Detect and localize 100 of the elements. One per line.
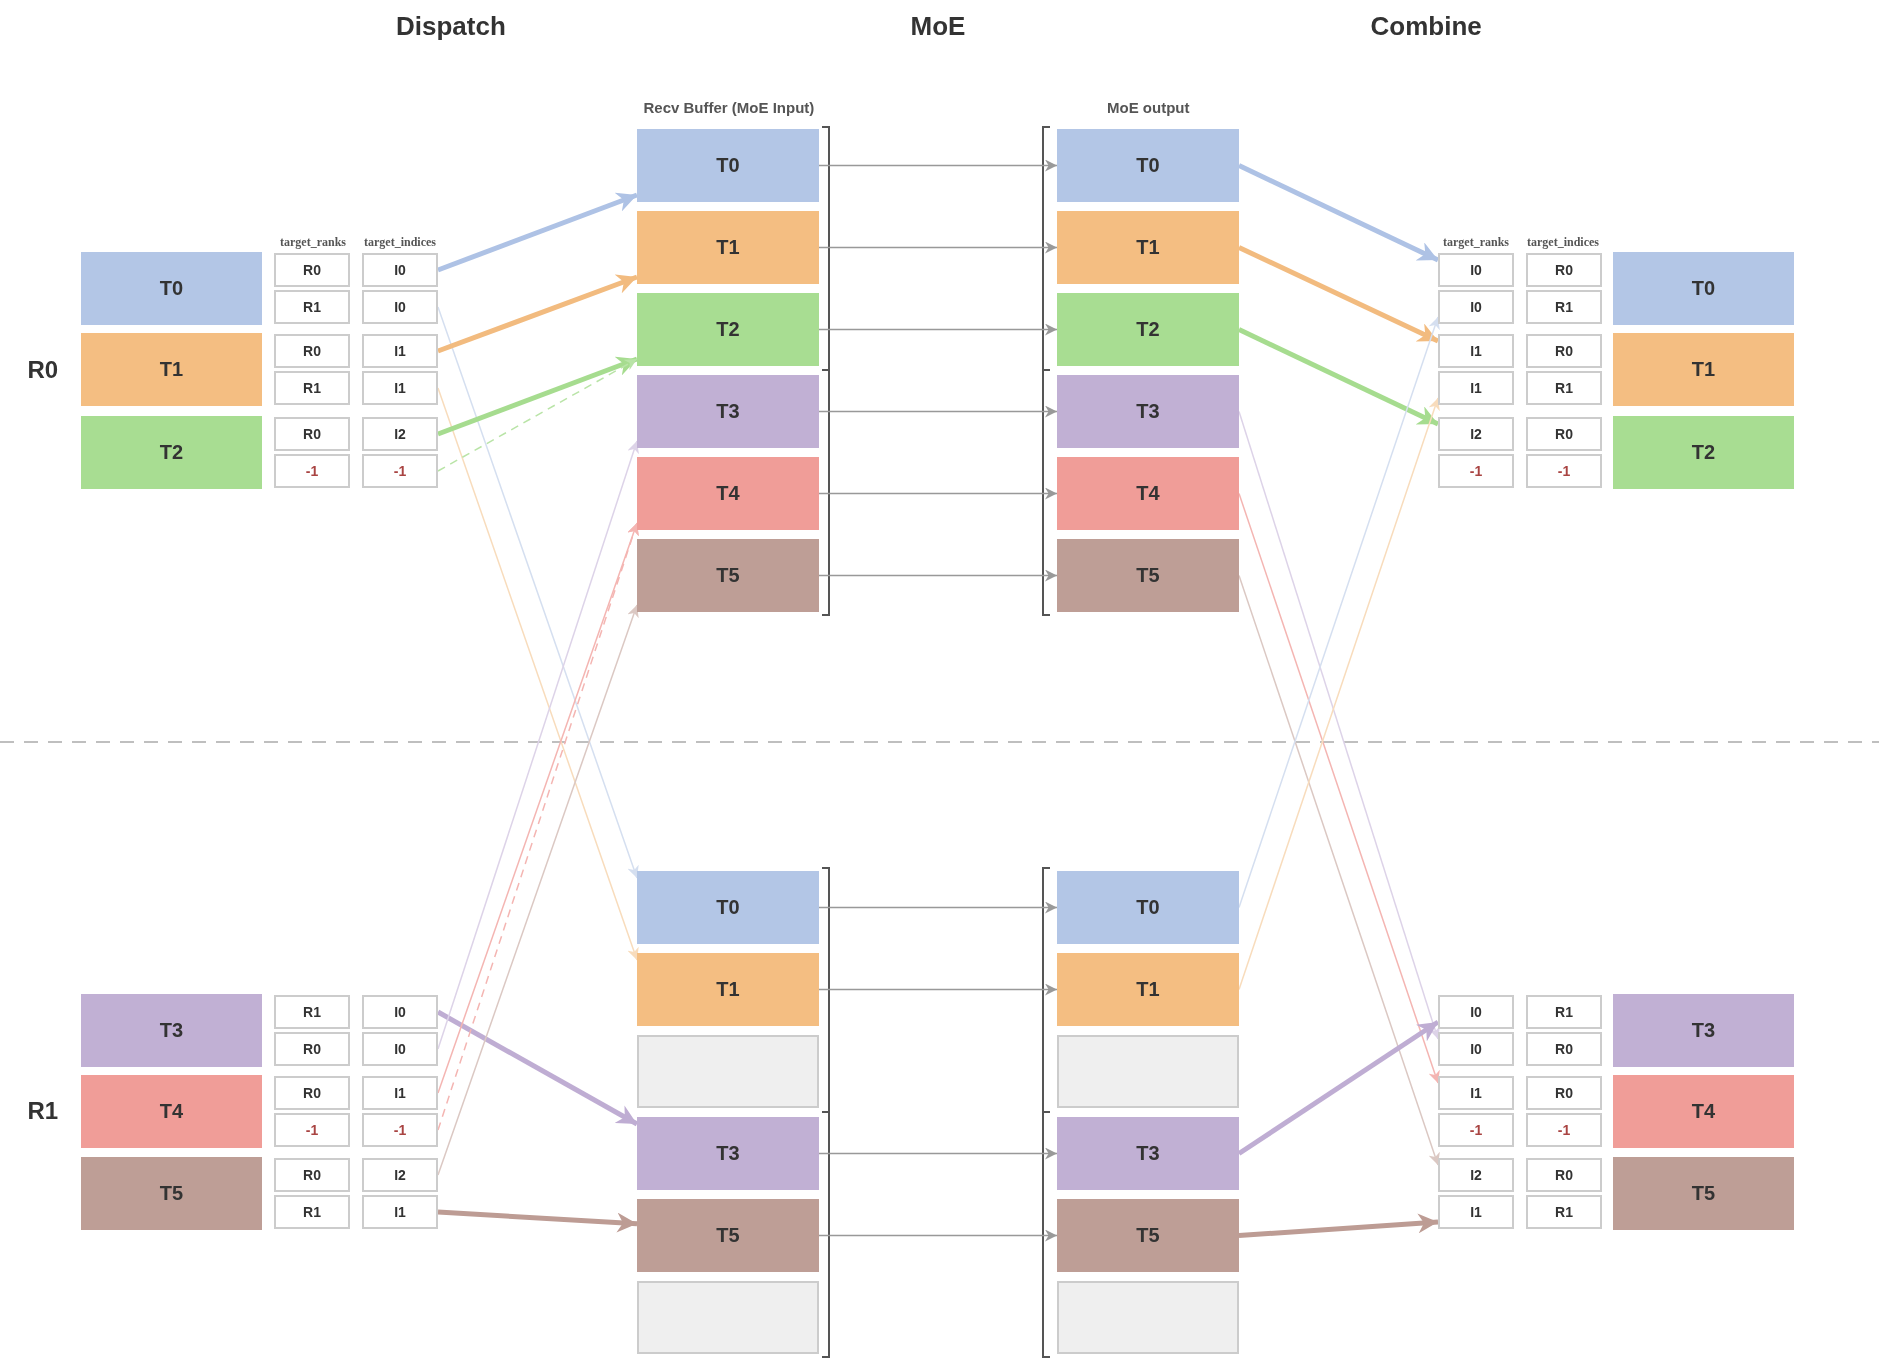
token-box: T2 — [1613, 416, 1794, 489]
table-cell: I1 — [1438, 334, 1514, 368]
token-box: T2 — [637, 293, 819, 366]
token-box: T1 — [637, 953, 819, 1026]
token-box: T1 — [81, 333, 262, 406]
table-cell: R0 — [1526, 334, 1602, 368]
table-cell: R1 — [274, 371, 350, 405]
table-cell: R0 — [1526, 1032, 1602, 1066]
buffer-label: Recv Buffer (MoE Input) — [643, 98, 815, 116]
table-cell: I1 — [1438, 1076, 1514, 1110]
table-cell: I2 — [1438, 1158, 1514, 1192]
token-box: T3 — [637, 375, 819, 448]
table-cell: I2 — [362, 417, 438, 451]
table-cell: I1 — [362, 334, 438, 368]
rank-label: R1 — [27, 1097, 59, 1125]
token-box: T5 — [1613, 1157, 1794, 1230]
arrow — [818, 1147, 1058, 1160]
table-cell: I0 — [1438, 253, 1514, 287]
token-box: T5 — [637, 1199, 819, 1272]
token-box: T1 — [1613, 333, 1794, 406]
arrow — [1238, 1213, 1439, 1238]
table-cell: I0 — [362, 253, 438, 287]
table-cell: I2 — [362, 1158, 438, 1192]
table-cell: R0 — [274, 417, 350, 451]
token-box: T3 — [1057, 1117, 1239, 1190]
table-cell: R0 — [1526, 1158, 1602, 1192]
column-header: target_indices — [1527, 234, 1599, 250]
token-box: T5 — [1057, 539, 1239, 612]
token-box: T5 — [637, 539, 819, 612]
table-cell: R1 — [274, 290, 350, 324]
token-box: T4 — [81, 1075, 262, 1148]
table-cell: -1 — [1438, 1113, 1514, 1147]
table-cell: -1 — [1526, 1113, 1602, 1147]
token-box: T0 — [1613, 252, 1794, 325]
arrow — [818, 569, 1058, 582]
table-cell: I1 — [1438, 371, 1514, 405]
empty-buffer-slot — [637, 1281, 819, 1354]
empty-buffer-slot — [1057, 1035, 1239, 1108]
arrow — [818, 323, 1058, 336]
arrow — [818, 487, 1058, 500]
table-cell: I2 — [1438, 417, 1514, 451]
empty-buffer-slot — [1057, 1281, 1239, 1354]
table-cell: -1 — [1526, 454, 1602, 488]
buffer-label: MoE output — [1107, 98, 1190, 116]
table-cell: I1 — [1438, 1195, 1514, 1229]
table-cell: -1 — [274, 1113, 350, 1147]
table-cell: -1 — [274, 454, 350, 488]
token-box: T0 — [81, 252, 262, 325]
table-cell: R0 — [1526, 417, 1602, 451]
column-header: target_ranks — [1443, 234, 1509, 250]
token-box: T1 — [637, 211, 819, 284]
table-cell: I0 — [362, 995, 438, 1029]
table-cell: R1 — [1526, 371, 1602, 405]
column-header: target_indices — [364, 234, 436, 250]
table-cell: I0 — [1438, 290, 1514, 324]
table-cell: R1 — [274, 1195, 350, 1229]
table-cell: -1 — [362, 1113, 438, 1147]
token-box: T4 — [1613, 1075, 1794, 1148]
table-cell: I1 — [362, 1195, 438, 1229]
arrow — [818, 1229, 1058, 1242]
arrow — [437, 1209, 638, 1233]
table-cell: R1 — [1526, 290, 1602, 324]
token-box: T4 — [637, 457, 819, 530]
table-cell: I0 — [362, 290, 438, 324]
arrow — [818, 159, 1058, 172]
token-box: T0 — [1057, 871, 1239, 944]
table-cell: I0 — [1438, 1032, 1514, 1066]
token-box: T2 — [81, 416, 262, 489]
table-cell: -1 — [362, 454, 438, 488]
token-box: T1 — [1057, 211, 1239, 284]
token-box: T0 — [637, 871, 819, 944]
token-box: T3 — [81, 994, 262, 1067]
table-cell: I1 — [362, 1076, 438, 1110]
table-cell: R1 — [1526, 1195, 1602, 1229]
table-cell: R0 — [1526, 253, 1602, 287]
token-box: T3 — [637, 1117, 819, 1190]
table-cell: R0 — [274, 253, 350, 287]
token-box: T2 — [1057, 293, 1239, 366]
arrow — [818, 983, 1058, 996]
column-title: Combine — [1370, 10, 1482, 42]
table-cell: R0 — [274, 1076, 350, 1110]
table-cell: I0 — [1438, 995, 1514, 1029]
column-header: target_ranks — [280, 234, 346, 250]
column-title: MoE — [910, 10, 966, 42]
arrow — [818, 901, 1058, 914]
table-cell: R1 — [274, 995, 350, 1029]
token-box: T3 — [1613, 994, 1794, 1067]
table-cell: R1 — [1526, 995, 1602, 1029]
token-box: T0 — [637, 129, 819, 202]
arrow — [437, 358, 638, 472]
arrow — [437, 192, 638, 273]
table-cell: -1 — [1438, 454, 1514, 488]
arrow — [437, 274, 638, 354]
table-cell: I0 — [362, 1032, 438, 1066]
table-cell: R0 — [274, 1032, 350, 1066]
table-cell: R0 — [274, 334, 350, 368]
token-box: T0 — [1057, 129, 1239, 202]
table-cell: R0 — [274, 1158, 350, 1192]
table-cell: I1 — [362, 371, 438, 405]
token-box: T3 — [1057, 375, 1239, 448]
